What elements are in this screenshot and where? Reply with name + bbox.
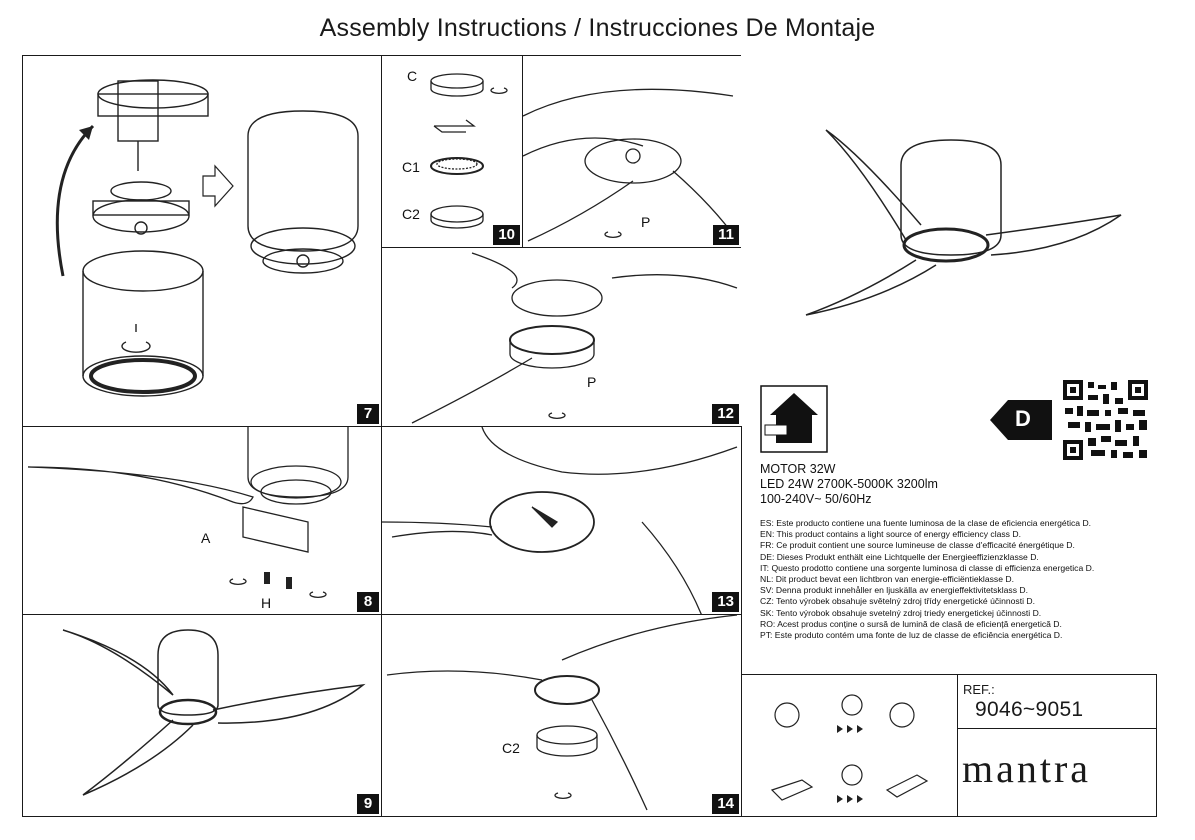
- cover-refit-illustration: [386, 615, 738, 811]
- part-label-h: H: [261, 595, 272, 611]
- spec-led: LED 24W 2700K-5000K 3200lm: [760, 477, 938, 491]
- legal-line: IT: Questo prodotto contiene una sorgent…: [760, 562, 1095, 573]
- step-10-panel: C C1 C2 10: [381, 55, 523, 248]
- product-image-panel: [741, 55, 1157, 675]
- technician-icon: [841, 764, 863, 786]
- light-module-detach-illustration: [411, 252, 738, 424]
- energy-class-badge: [990, 400, 1052, 440]
- legal-line: SK: Tento výrobok obsahuje svetelný zdro…: [760, 607, 1042, 618]
- led-driver-icon: [770, 779, 814, 801]
- step-9-panel: 9: [22, 614, 382, 817]
- legal-line: EN: This product contains a light source…: [760, 529, 1021, 540]
- legal-line: PT: Este produto contém uma fonte de luz…: [760, 630, 1063, 641]
- ceiling-fan-product-image: [805, 129, 1122, 316]
- part-label-p: P: [587, 374, 597, 390]
- technician-icon: [841, 694, 863, 716]
- led-bulb-icon: [774, 702, 800, 728]
- spec-motor: MOTOR 32W: [760, 462, 836, 476]
- energy-class-label: D: [1015, 406, 1031, 431]
- led-replacement-icons: [770, 694, 929, 803]
- step-number-7: 7: [357, 404, 379, 424]
- spec-voltage: 100-240V~ 50/60Hz: [760, 492, 872, 506]
- qr-code-icon: [1063, 380, 1148, 460]
- legal-line: FR: Ce produit contient une source lumin…: [760, 540, 1075, 551]
- disposal-icons-box: [741, 674, 958, 817]
- logo-box: [957, 728, 1157, 817]
- led-driver-icon: [885, 774, 929, 798]
- step-12-panel: P 12: [381, 247, 742, 427]
- step-8-panel: A H 8: [22, 426, 382, 615]
- step-7-panel: 7: [22, 55, 382, 427]
- connector-plug-illustration: [382, 427, 738, 614]
- legal-line: SV: Denna produkt innehåller en ljuskäll…: [760, 585, 1028, 596]
- ref-box: [957, 674, 1157, 729]
- page-title: Assembly Instructions / Instrucciones De…: [319, 14, 876, 42]
- part-label-a: A: [201, 530, 211, 546]
- legal-line: NL: Dit product bevat een lichtbron van …: [760, 574, 1014, 585]
- blade-attachment-illustration: [27, 427, 349, 598]
- light-module-removal-illustration: [523, 88, 739, 242]
- step-number-14: 14: [712, 794, 739, 814]
- legal-line: RO: Acest produs conține o sursă de lumi…: [760, 618, 1062, 629]
- diffuser-removal-illustration: [430, 73, 508, 229]
- step-number-11: 11: [713, 225, 739, 245]
- legal-line: ES: Este producto contiene una fuente lu…: [760, 518, 1092, 528]
- step-13-panel: 13: [381, 426, 742, 615]
- ref-value: 9046~9051: [975, 698, 1084, 721]
- fan-motor-canopy-illustration: [55, 79, 359, 397]
- step-number-8: 8: [357, 592, 379, 612]
- step-11-panel: P 11: [522, 55, 742, 248]
- part-label-p: P: [641, 214, 651, 230]
- part-label-c: C: [407, 68, 418, 84]
- fan-blades-mounted-illustration: [62, 629, 366, 796]
- part-label-c1: C1: [402, 159, 420, 175]
- ref-label: REF.:: [963, 682, 995, 697]
- brand-logo: mantra: [962, 746, 1092, 791]
- step-14-panel: C2 14: [381, 614, 742, 817]
- step-number-12: 12: [712, 404, 739, 424]
- energy-label-statements: ES: Este producto contiene una fuente lu…: [760, 518, 1155, 641]
- legal-line: CZ: Tento výrobek obsahuje světelný zdro…: [760, 596, 1035, 607]
- led-bulb-icon: [889, 702, 915, 728]
- indoor-use-icon: [760, 385, 828, 453]
- step-number-13: 13: [712, 592, 739, 612]
- step-number-9: 9: [357, 794, 379, 814]
- part-label-c2: C2: [402, 206, 420, 222]
- step-number-10: 10: [493, 225, 520, 245]
- part-label-c2: C2: [502, 740, 520, 756]
- legal-line: DE: Dieses Produkt enthält eine Lichtque…: [760, 551, 1039, 562]
